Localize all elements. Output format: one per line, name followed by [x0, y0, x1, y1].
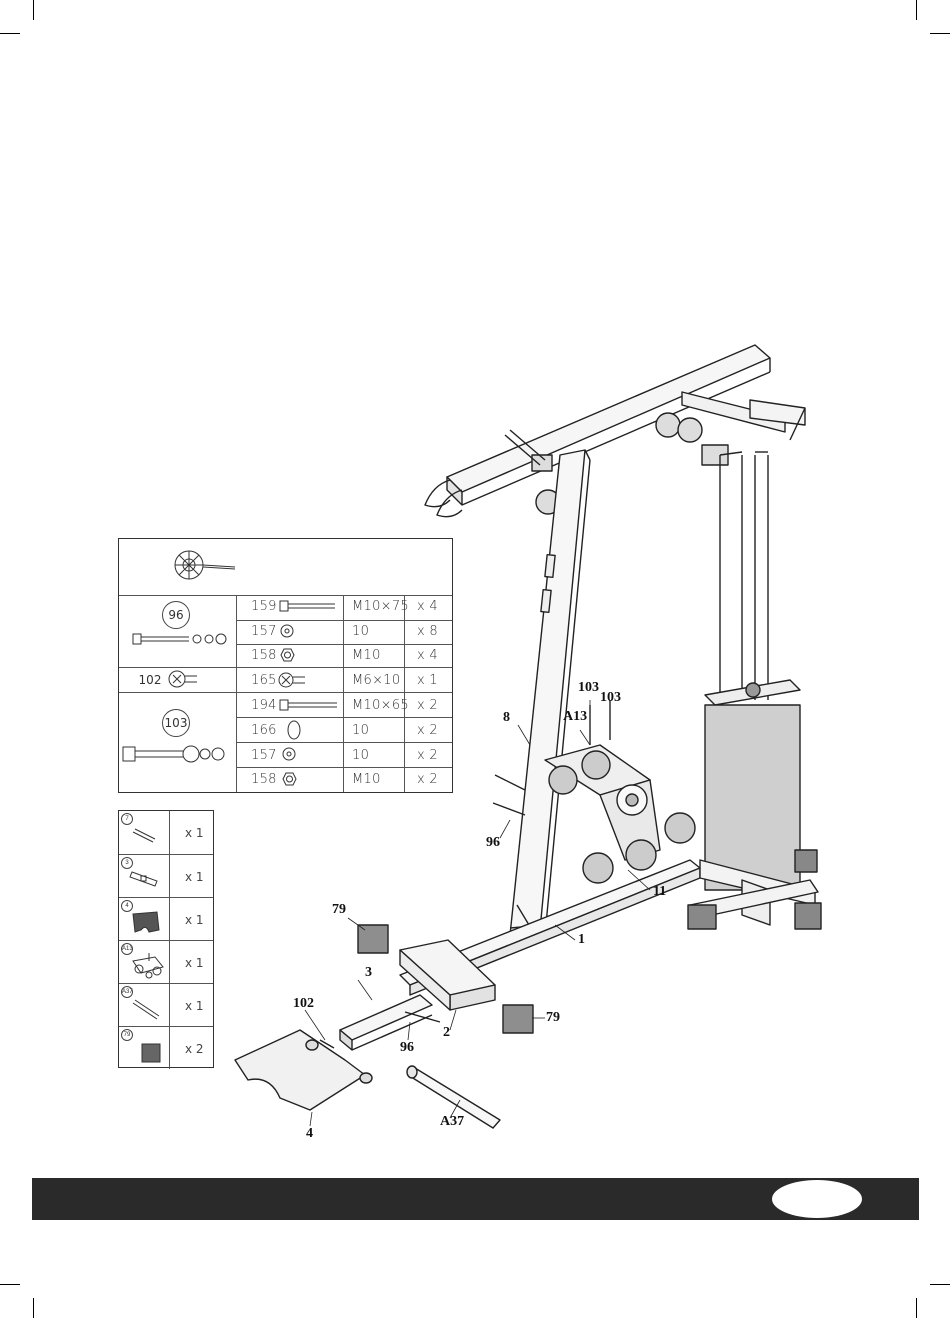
screw-icon: [277, 671, 327, 689]
callout-label: 102: [293, 996, 314, 1012]
rod-icon: [131, 825, 161, 845]
pulley: [656, 413, 680, 437]
part-number: 157: [251, 625, 277, 639]
bolt-icon: [279, 599, 339, 613]
callout-label: 96: [486, 835, 500, 851]
part-qty: x 1: [185, 956, 204, 970]
part-spec: 10: [352, 749, 369, 763]
part-spec: M10×65: [352, 699, 409, 713]
page-number-oval: [772, 1180, 862, 1218]
foot: [795, 850, 817, 872]
washer-icon: [279, 623, 299, 639]
callout-label: 2: [443, 1025, 450, 1041]
part-qty: x 1: [185, 870, 204, 884]
part-number: 158: [251, 773, 277, 787]
weight-stack: [705, 680, 800, 890]
list-item: 3 x 1: [119, 854, 213, 897]
part-number: 158: [251, 649, 277, 663]
part-number: 194: [251, 699, 277, 713]
bolt-icon: [279, 698, 341, 712]
part-qty: x 4: [417, 600, 438, 614]
nut-icon: [281, 771, 301, 787]
callout-label: 96: [400, 1040, 414, 1056]
end-cap-icon: [139, 1041, 163, 1065]
part-spec: 10: [352, 625, 369, 639]
hardware-parts-table: 96 102 103 159 M10×75 x 4 157 10 x 8 158…: [118, 538, 453, 793]
washer-icon: [281, 746, 301, 762]
part-number: 165: [251, 674, 277, 688]
part-number: 159: [251, 600, 277, 614]
hook: [425, 480, 450, 507]
package-contents-list: 7 x 1 3 x 1 4 x 1 A13 x 1 A37 x 1 79 x 2: [118, 810, 214, 1068]
bolt-set-icon: [131, 629, 231, 649]
part-qty: x 8: [417, 625, 438, 639]
part-qty: x 2: [185, 1042, 204, 1056]
list-item: 7 x 1: [119, 811, 213, 854]
part-qty: x 2: [417, 724, 438, 738]
bolt-set-icon: [121, 743, 233, 765]
washer-icon: [284, 720, 306, 740]
rod-icon: [131, 996, 163, 1022]
callout-label: A37: [440, 1114, 464, 1130]
list-item: A37 x 1: [119, 983, 213, 1026]
foot: [688, 905, 716, 929]
part-spec: 10: [352, 724, 369, 738]
part-tag: 79: [121, 1029, 133, 1041]
callout-label: 103: [600, 690, 621, 706]
callout-label: 8: [503, 710, 510, 726]
callout-label: 1: [578, 932, 585, 948]
allen-key-tool-icon: [169, 545, 259, 585]
foot: [795, 903, 821, 929]
nut-icon: [279, 647, 299, 663]
callout-label: A13: [563, 709, 587, 725]
end-cap: [358, 925, 388, 953]
top-beam: [447, 345, 805, 505]
callout-label: 4: [306, 1126, 313, 1142]
callout-label: 79: [546, 1010, 560, 1026]
group-label: 102: [137, 667, 163, 693]
part-qty: x 2: [417, 749, 438, 763]
part-qty: x 1: [417, 674, 438, 688]
part-spec: M10: [352, 649, 381, 663]
pulley: [678, 418, 702, 442]
part-qty: x 1: [185, 999, 204, 1013]
part-tag: 7: [121, 813, 133, 825]
arm-assembly-icon: [129, 951, 167, 981]
list-item: 4 x 1: [119, 897, 213, 940]
part-spec: M6×10: [352, 674, 400, 688]
part-qty: x 2: [417, 773, 438, 787]
foot-plate-icon: [129, 908, 163, 936]
end-cap: [503, 1005, 533, 1033]
rear-guides: [720, 452, 768, 700]
part-number: 157: [251, 749, 277, 763]
group-label: 96: [162, 601, 190, 629]
callout-label: 11: [653, 884, 666, 900]
group-label: 103: [162, 709, 190, 737]
part-qty: x 4: [417, 649, 438, 663]
callout-label: 103: [578, 680, 599, 696]
callout-label: 79: [332, 902, 346, 918]
part-qty: x 2: [417, 699, 438, 713]
leg-extension: [340, 995, 432, 1040]
tube-icon: [129, 867, 163, 889]
callout-label: 3: [365, 965, 372, 981]
part-qty: x 1: [185, 826, 204, 840]
screw-icon: [167, 669, 207, 689]
part-spec: M10: [352, 773, 381, 787]
part-qty: x 1: [185, 913, 204, 927]
part-spec: M10×75: [352, 600, 409, 614]
part-number: 166: [251, 724, 277, 738]
list-item: A13 x 1: [119, 940, 213, 983]
list-item: 79 x 2: [119, 1026, 213, 1069]
